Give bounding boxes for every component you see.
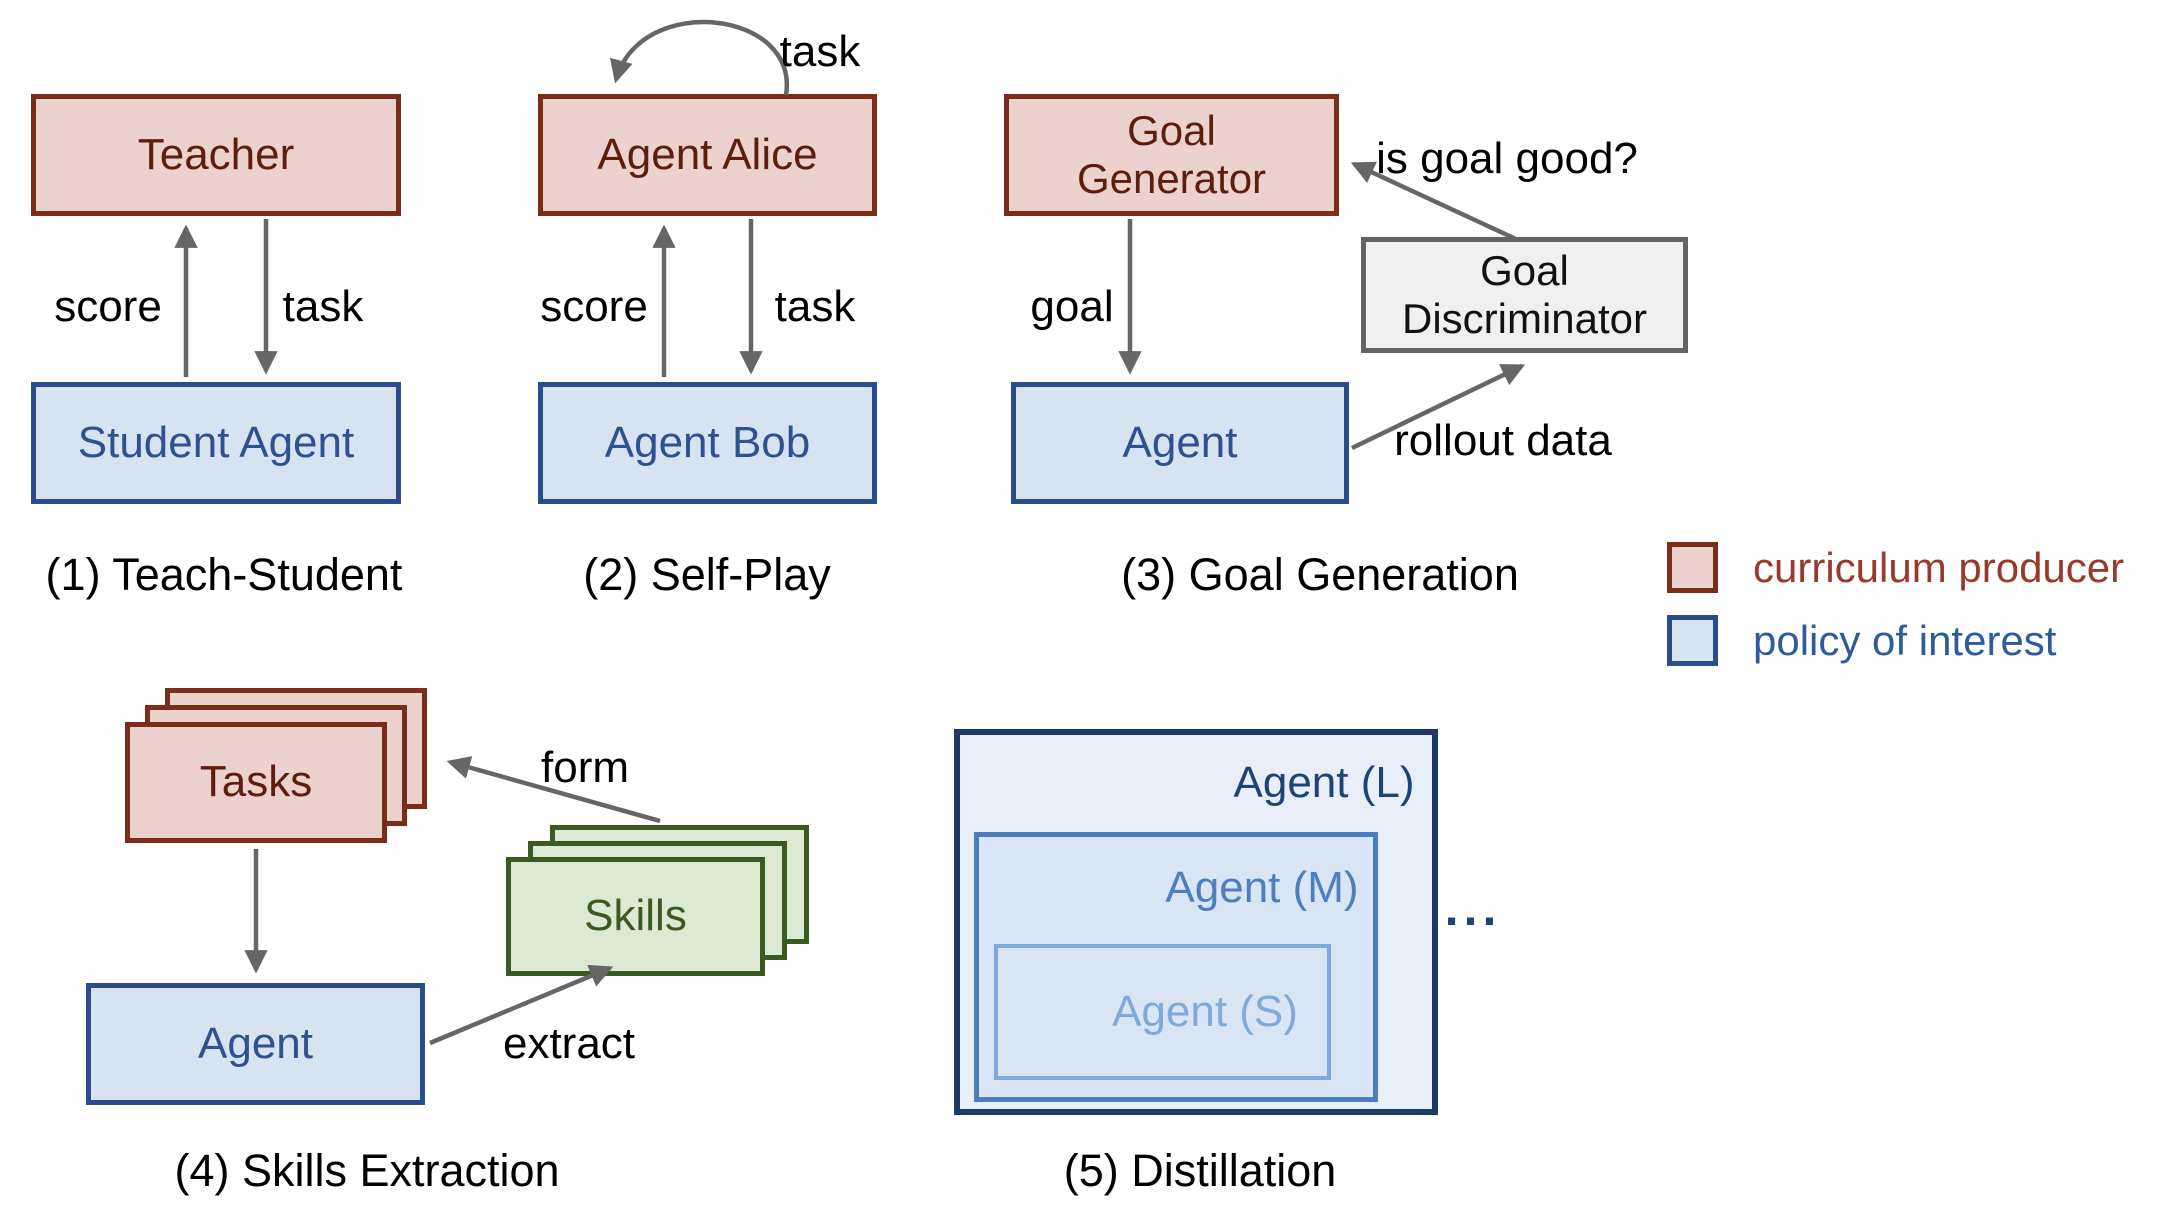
skills-agent-box: Agent [86,983,425,1105]
agent-alice-label: Agent Alice [597,129,818,179]
legend-swatch-curriculum-producer [1667,542,1718,593]
legend-label-policy-of-interest: policy of interest [1753,617,2057,664]
agent-m-label: Agent (M) [1165,863,1359,912]
task-label-2: task [774,282,856,331]
caption-skills-extraction: (4) Skills Extraction [174,1145,560,1196]
agent-s-label: Agent (S) [1112,987,1298,1036]
agent-alice-box: Agent Alice [538,94,877,216]
score-label-2: score [540,282,648,331]
skills-agent-label: Agent [198,1018,313,1068]
agent-s-box [994,944,1331,1080]
goal-generator-box: Goal Generator [1004,94,1339,216]
agent-l-label: Agent (L) [1233,758,1415,807]
form-label: form [541,743,629,792]
distillation-ellipsis: ... [1444,880,1502,936]
loop-task-label: task [779,27,861,76]
self-play-loop-arrow [609,19,790,96]
rollout-data-label: rollout data [1394,416,1612,465]
caption-goal-generation: (3) Goal Generation [1121,549,1519,600]
caption-distillation: (5) Distillation [1063,1145,1337,1196]
goal-discriminator-box: Goal Discriminator [1361,237,1688,353]
caption-teach-student: (1) Teach-Student [45,549,403,600]
goal-agent-box: Agent [1011,382,1349,504]
agent-bob-label: Agent Bob [604,417,811,467]
goal-discriminator-label: Goal Discriminator [1401,246,1648,342]
score-label-1: score [54,282,162,331]
goal-generator-label: Goal Generator [1076,106,1267,202]
legend-swatch-policy-of-interest [1667,615,1718,666]
goal-label: goal [1030,282,1114,331]
goal-agent-label: Agent [1122,417,1238,467]
teacher-box: Teacher [31,94,401,216]
student-agent-label: Student Agent [77,417,355,467]
caption-self-play: (2) Self-Play [583,549,831,600]
tasks-card-front: Tasks [125,722,387,843]
student-agent-box: Student Agent [31,382,401,504]
is-goal-good-label: is goal good? [1376,134,1638,183]
skills-label: Skills [584,891,687,941]
legend-label-curriculum-producer: curriculum producer [1753,544,2125,591]
tasks-label: Tasks [199,757,313,807]
agent-bob-box: Agent Bob [538,382,877,504]
skills-card-front: Skills [506,857,765,976]
task-label-1: task [282,282,364,331]
teacher-label: Teacher [137,129,295,179]
extract-label: extract [502,1019,636,1068]
